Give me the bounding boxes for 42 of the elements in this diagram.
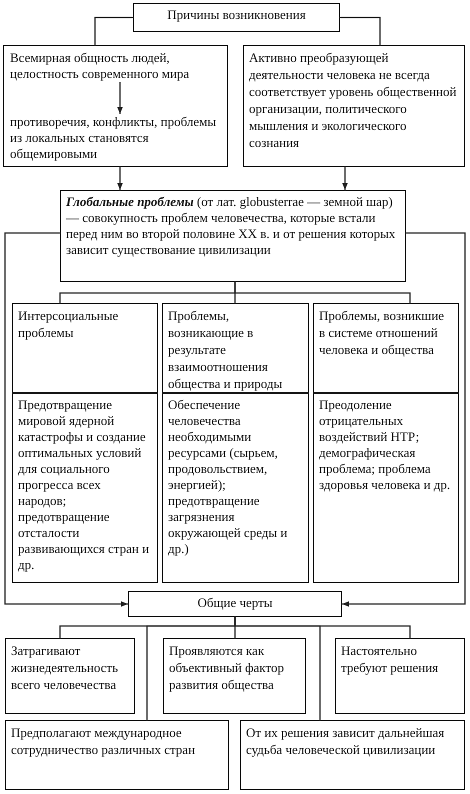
feature-box	[163, 638, 306, 714]
box-text: От их решения зависит дальнейшая судьба человеческой цивилизации	[246, 724, 446, 758]
box-text: Общие черты	[196, 595, 274, 611]
box-text: Причины возникновения	[166, 7, 307, 23]
category-header-box	[162, 303, 309, 393]
feature-box	[240, 720, 465, 790]
definition-box	[60, 190, 406, 282]
feature-box	[335, 638, 465, 714]
category-detail-box	[162, 393, 309, 583]
connector-line	[234, 282, 411, 303]
connector-line	[234, 617, 321, 720]
box-text: Предполагают международное сотрудничество различных стран	[11, 724, 196, 758]
arrow	[4, 232, 128, 607]
box-text: Настоятельно требуют решения	[341, 642, 440, 676]
arrow	[117, 167, 123, 190]
cause-box	[3, 45, 228, 167]
box-text: Проблемы, возникшие в системе отношений человека и общества	[319, 307, 446, 358]
box-text: Глобальные проблемы (от лат. globusterrae — земной шар) — совокупность проблем человечества, которые встали перед ним во второй половине XX в. и от решения которых зависит существование цивилизации	[66, 194, 396, 258]
box-text: Предотвращение мировой ядерной катастрофы и создание оптимальных условий для социального прогресса всех народов; предотвращение отсталости развивающихся стран и др.	[18, 397, 150, 573]
box-text: Затрагивают жизнедеятельность всего человечества	[11, 642, 120, 693]
box-text: Активно преобразующей деятельности человека не всегда соответствует уровень общественной организации, политического мышления и экологического сознания	[249, 49, 458, 151]
category-header-box	[12, 303, 158, 393]
box-text: Преодоление отрицательных воздействий НТР; демографическая проблема; проблема здоровья человека и др.	[319, 397, 452, 493]
feature-box	[5, 638, 135, 714]
connector-line	[340, 16, 381, 45]
heading-box	[133, 3, 340, 32]
cause-box	[243, 45, 465, 167]
box-text: Обеспечение человечества необходимыми ресурсами (сырьем, продовольствием, энергией); предотвращение загрязнения окружающей среды и др.)	[168, 397, 288, 557]
feature-box	[5, 720, 229, 790]
category-detail-box	[12, 393, 158, 583]
arrow	[117, 82, 123, 114]
category-header-box	[313, 303, 459, 393]
cause-text: Всемирная общность людей, целостность современного мира	[10, 50, 222, 82]
box-text: Проявляются как объективный фактор развития общества	[169, 642, 285, 693]
box-text: Интерсоциальные проблемы	[18, 307, 120, 341]
arrow	[342, 167, 348, 190]
connector-line	[94, 16, 133, 45]
heading-box	[128, 591, 342, 617]
box-text: Проблемы, возникающие в результате взаимоотношения общества и природы	[168, 307, 284, 392]
cause-text: противоречия, конфликты, проблемы из локальных становятся общемировыми	[10, 114, 222, 162]
category-detail-box	[313, 393, 459, 583]
arrow	[342, 232, 466, 607]
